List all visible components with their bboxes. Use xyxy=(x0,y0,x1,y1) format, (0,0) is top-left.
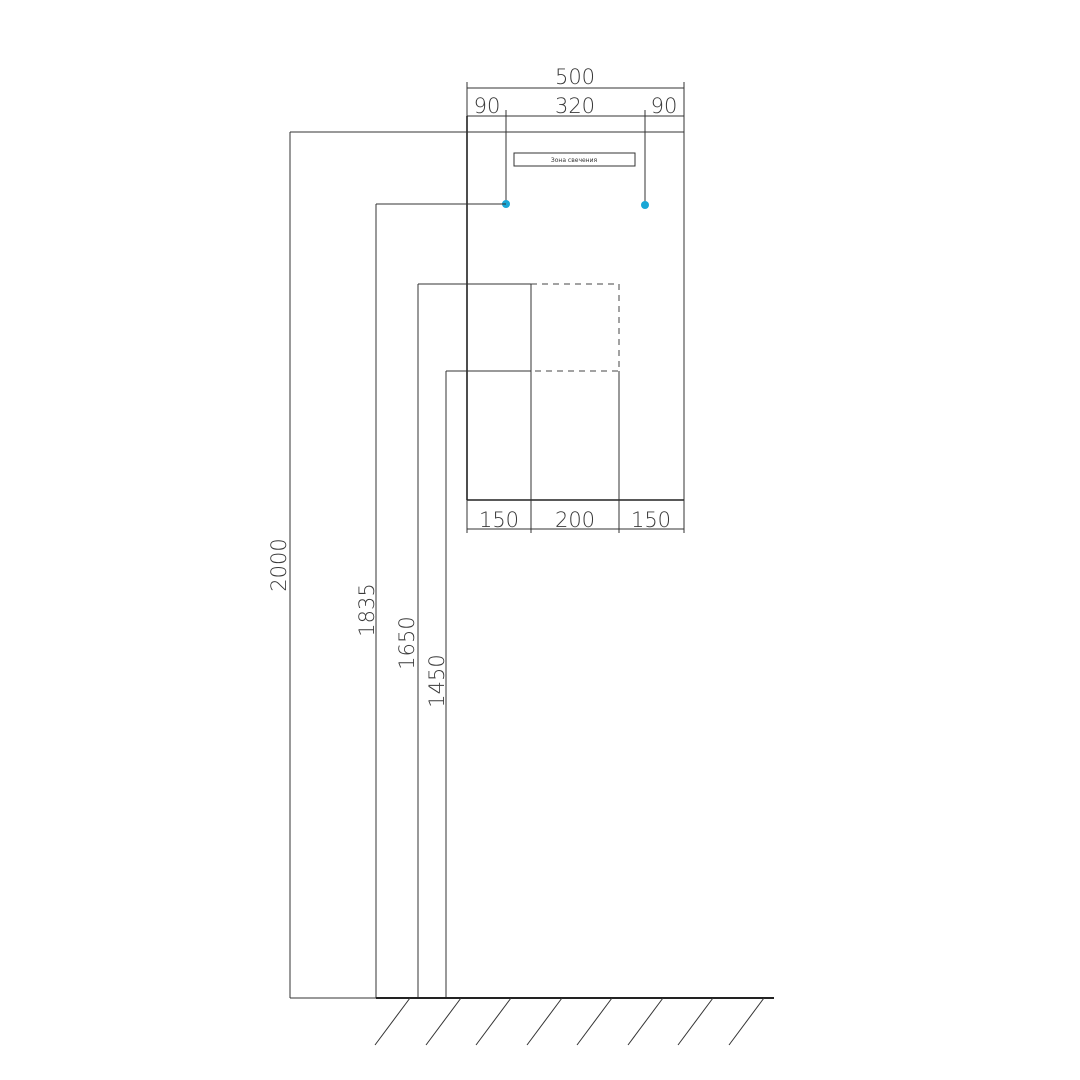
cabinet-outline xyxy=(466,116,685,501)
dimension-top-right-label: 90 xyxy=(651,94,678,118)
light-zone-label: Зона свечения xyxy=(551,157,598,164)
dimension-bottom-right-label: 150 xyxy=(631,508,671,532)
dimension-bottom-split: 150 200 150 xyxy=(466,500,685,533)
dimension-height-total: 2000 xyxy=(267,131,467,998)
dimension-height-shelf-bottom: 1450 xyxy=(425,371,449,998)
dimension-top-total: 500 xyxy=(466,65,685,132)
dimension-height-shelf-bottom-label: 1450 xyxy=(425,654,449,707)
socket-right-icon xyxy=(641,201,649,209)
dimension-top-left-label: 90 xyxy=(474,94,501,118)
dimension-height-sockets-label: 1835 xyxy=(355,583,379,636)
dimension-height-sockets: 1835 xyxy=(355,203,506,998)
dimension-top-total-label: 500 xyxy=(555,65,595,89)
light-zone: Зона свечения xyxy=(513,152,636,167)
dimension-top-center-label: 320 xyxy=(555,94,595,118)
dimension-height-total-label: 2000 xyxy=(267,538,291,591)
cabinet-sections xyxy=(418,283,620,500)
dimension-bottom-left-label: 150 xyxy=(479,508,519,532)
dimension-bottom-center-label: 200 xyxy=(555,508,595,532)
floor xyxy=(290,997,774,1046)
dimension-height-shelf-top-label: 1650 xyxy=(395,616,419,669)
dimension-top-split: 90 320 90 xyxy=(467,94,684,124)
dimension-height-shelf-top: 1650 xyxy=(395,284,419,998)
